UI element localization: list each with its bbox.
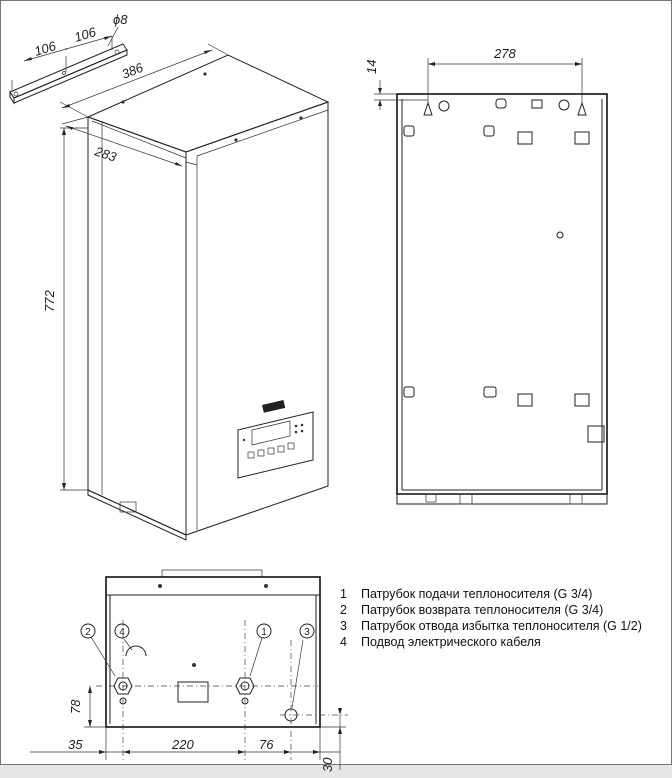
legend-text-1: Патрубок подачи теплоносителя (G 3/4) <box>361 587 592 601</box>
dim-bracket-spacing-1: 106 <box>32 38 58 59</box>
legend: 1 Патрубок подачи теплоносителя (G 3/4) … <box>340 587 642 649</box>
dim-left-offset: 35 <box>68 737 83 752</box>
legend-text-4: Подвод электрического кабеля <box>361 635 541 649</box>
boiler-bottom-view <box>80 569 348 760</box>
dim-drain-height: 30 <box>320 757 335 772</box>
boiler-back-view <box>374 58 608 505</box>
dim-bracket-spacing-2: 106 <box>72 24 98 45</box>
legend-text-3: Патрубок отвода избытка теплоносителя (G… <box>361 619 642 633</box>
dim-drain-offset: 76 <box>259 737 274 752</box>
callout-3: 3 <box>304 627 310 638</box>
legend-num-1: 1 <box>340 587 347 601</box>
callout-1: 1 <box>261 627 267 638</box>
dim-bracket-hole-diameter: ϕ8 <box>113 12 128 27</box>
dim-mount-hole-spacing: 278 <box>493 46 516 61</box>
legend-num-4: 4 <box>340 635 347 649</box>
bottom-band <box>0 765 672 778</box>
dim-depth: 283 <box>92 143 119 165</box>
callout-4: 4 <box>119 627 125 638</box>
callout-2: 2 <box>85 627 91 638</box>
mounting-bracket <box>9 35 128 105</box>
dim-pipe-spacing: 220 <box>171 737 194 752</box>
bottom-view-dimensions <box>30 686 346 770</box>
legend-text-2: Патрубок возврата теплоносителя (G 3/4) <box>361 603 603 617</box>
boiler-3d-view <box>86 54 330 541</box>
boiler-3d-dimensions <box>59 43 229 491</box>
dim-bottom-height: 78 <box>68 699 83 714</box>
legend-num-2: 2 <box>340 603 347 617</box>
dim-height: 772 <box>42 290 57 312</box>
dim-mount-offset: 14 <box>364 60 379 74</box>
legend-num-3: 3 <box>340 619 347 633</box>
dim-width: 386 <box>120 59 146 81</box>
